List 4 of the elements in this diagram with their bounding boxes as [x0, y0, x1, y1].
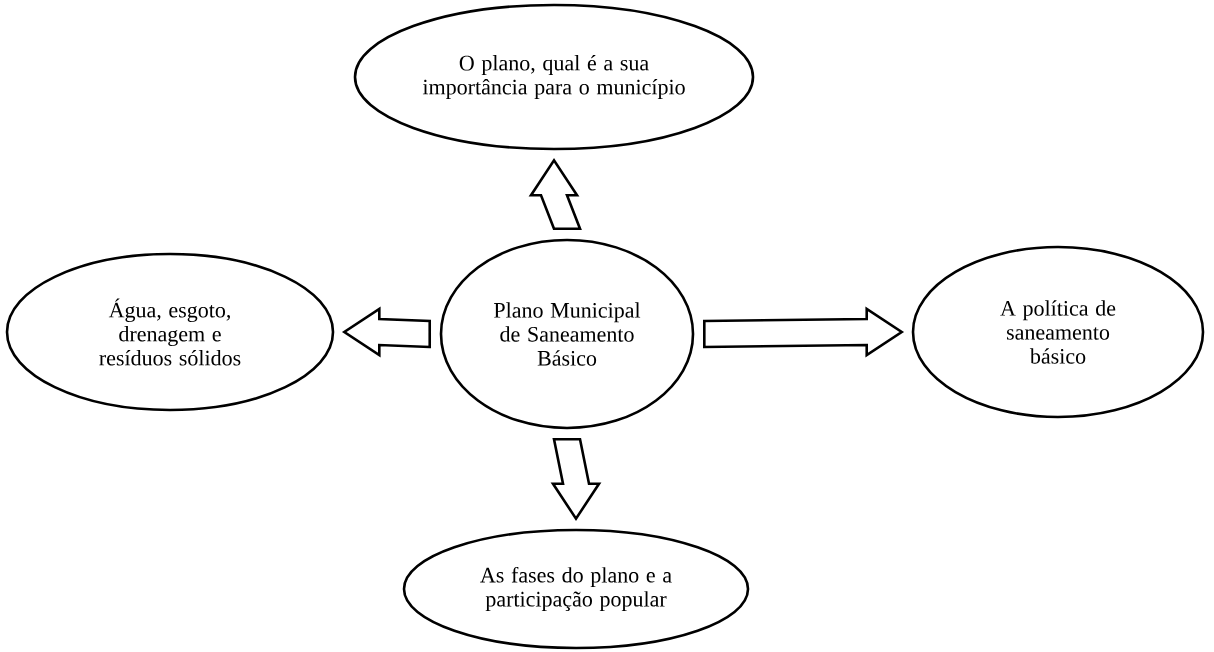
block-arrow — [341, 306, 431, 358]
block-arrow — [550, 438, 602, 522]
block-arrow — [528, 157, 582, 230]
block-arrow — [703, 306, 905, 358]
